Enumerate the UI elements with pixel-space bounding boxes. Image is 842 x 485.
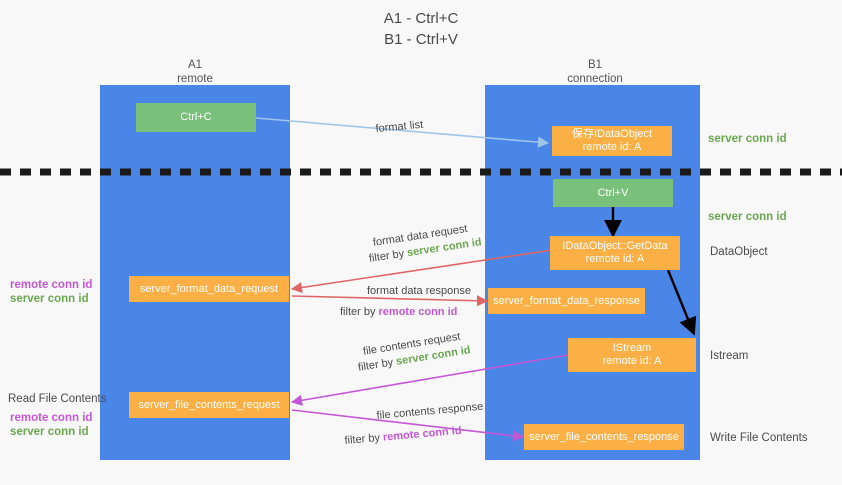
filter-prefix: filter by	[368, 247, 409, 265]
annotation-remote-conn-id-2: remote conn id	[10, 412, 93, 424]
annotation-server-conn-id-mid: server conn id	[708, 211, 787, 223]
node-save-idataobject[interactable]: 保存IDataObject remote id: A	[552, 126, 672, 156]
column-header-b1: B1 connection	[540, 58, 650, 86]
edge-label-format-data-response: format data response	[367, 285, 471, 297]
node-ctrl-c[interactable]: Ctrl+C	[136, 103, 256, 132]
annotation-dataobject: DataObject	[710, 246, 768, 258]
column-header-a1: A1 remote	[140, 58, 250, 86]
edge-label-format-list: format list	[375, 118, 424, 135]
annotation-server-conn-id-2: server conn id	[10, 426, 89, 438]
filter-prefix: filter by	[357, 355, 398, 374]
node-idataobject-getdata[interactable]: IDataObject::GetData remote id: A	[550, 236, 680, 270]
column-a1-name: A1	[187, 59, 203, 71]
annotation-read-file-contents: Read File Contents	[8, 393, 107, 405]
filter-prefix: filter by	[340, 306, 379, 318]
edge-label-file-contents-response-filter: filter by remote conn id	[344, 424, 462, 448]
filter-value-remote-conn-id: remote conn id	[382, 424, 463, 444]
node-server-format-data-request[interactable]: server_format_data_request	[129, 276, 289, 302]
filter-prefix: filter by	[344, 431, 384, 447]
column-b1-name: B1	[587, 59, 603, 71]
node-server-file-contents-request[interactable]: server_file_contents_request	[129, 392, 289, 418]
annotation-server-conn-id-1: server conn id	[10, 293, 89, 305]
node-server-format-data-response[interactable]: server_format_data_response	[488, 288, 645, 314]
annotation-istream: Istream	[710, 350, 749, 362]
filter-value-remote-conn-id: remote conn id	[378, 306, 458, 318]
column-b1-role: connection	[567, 73, 623, 85]
annotation-write-file-contents: Write File Contents	[710, 432, 808, 444]
node-server-file-contents-response[interactable]: server_file_contents_response	[524, 424, 684, 450]
title-line-2: B1 - Ctrl+V	[384, 31, 458, 48]
annotation-remote-conn-id-1: remote conn id	[10, 279, 93, 291]
edge-label-format-data-response-filter: filter by remote conn id	[340, 305, 457, 319]
annotation-server-conn-id-top: server conn id	[708, 133, 787, 145]
edge-label-file-contents-response: file contents response	[376, 400, 484, 422]
page-title: A1 - Ctrl+C B1 - Ctrl+V	[0, 8, 842, 50]
node-istream[interactable]: IStream remote id: A	[568, 338, 696, 372]
title-line-1: A1 - Ctrl+C	[383, 10, 459, 27]
column-a1-role: remote	[177, 73, 213, 85]
node-ctrl-v[interactable]: Ctrl+V	[553, 179, 673, 207]
